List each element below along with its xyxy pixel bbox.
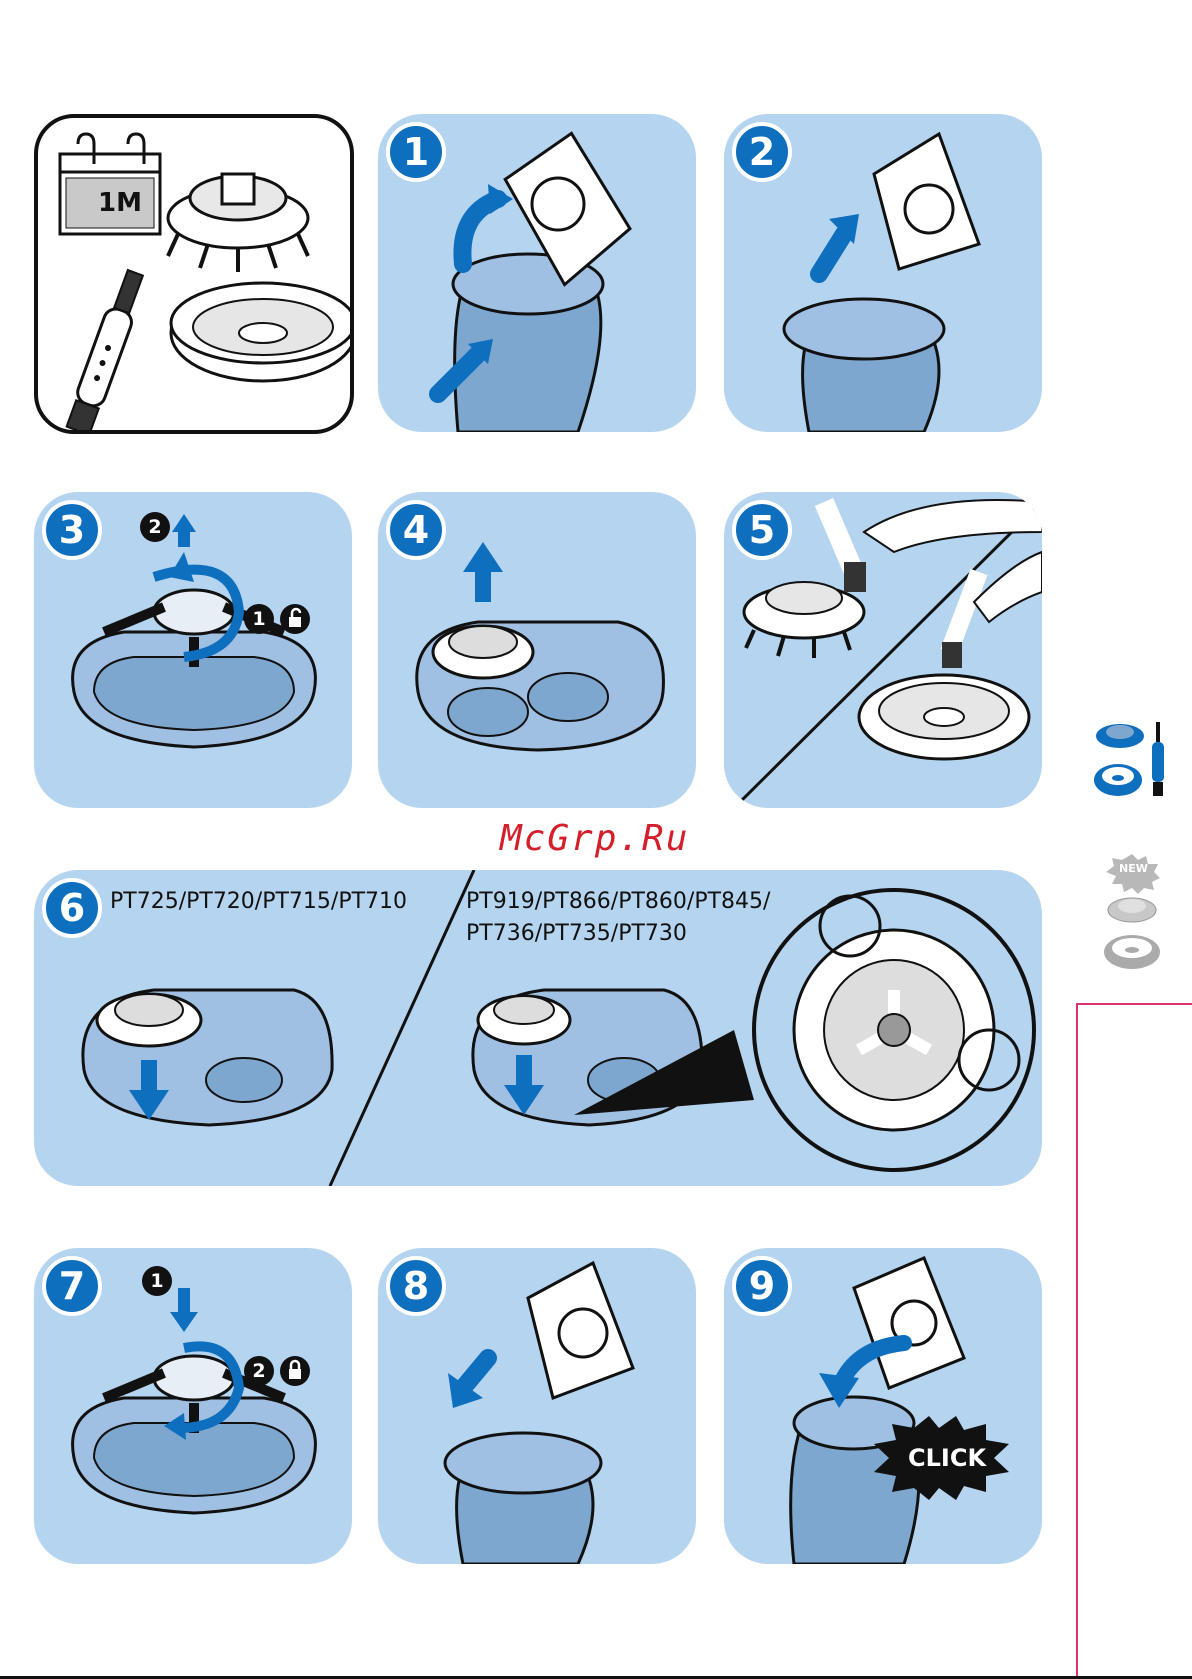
step-1-panel: 1 xyxy=(378,114,696,432)
step-9-panel: 9 CLICK xyxy=(724,1248,1042,1564)
step-6-panel: 6 PT725/PT720/PT715/PT710 PT919/PT866/PT… xyxy=(34,870,1042,1186)
lock-icon xyxy=(280,1356,310,1386)
hair-chamber-icon xyxy=(1104,935,1160,969)
step-3-sub-1: 1 xyxy=(244,604,274,634)
step-3-sub-2: 2 xyxy=(140,512,170,542)
step-7-sub-2: 2 xyxy=(244,1356,274,1386)
step-6-number: 6 xyxy=(42,878,102,938)
hair-chamber-icon xyxy=(171,283,354,381)
step-7-panel: 7 1 2 xyxy=(34,1248,352,1564)
calendar-label: 1M xyxy=(98,188,142,218)
new-label: NEW xyxy=(1119,862,1148,875)
watermark: McGrp.Ru xyxy=(500,818,689,859)
hair-chamber-icon xyxy=(1094,764,1142,796)
step-6-models-left: PT725/PT720/PT715/PT710 xyxy=(110,886,407,918)
side-cleaning-icons xyxy=(1094,718,1174,804)
calendar-icon xyxy=(60,134,160,234)
unlock-icon xyxy=(280,604,310,634)
step-4-panel: 4 xyxy=(378,492,696,808)
step-1-number: 1 xyxy=(386,122,446,182)
step-3-number: 3 xyxy=(42,500,102,560)
intro-panel: 1M xyxy=(34,114,354,434)
step-6-models-right-line1: PT919/PT866/PT860/PT845/ xyxy=(466,886,770,918)
step-2-panel: 2 xyxy=(724,114,1042,432)
brush-icon xyxy=(65,268,149,434)
step-7-sub-1: 1 xyxy=(142,1266,172,1296)
step-8-panel: 8 xyxy=(378,1248,696,1564)
cutter-icon xyxy=(168,174,308,272)
step-6-models-right-line2: PT736/PT735/PT730 xyxy=(466,918,687,950)
step-3-panel: 3 2 1 xyxy=(34,492,352,808)
step-5-number: 5 xyxy=(732,500,792,560)
step-9-number: 9 xyxy=(732,1256,792,1316)
intro-illustration xyxy=(38,118,354,434)
step-2-number: 2 xyxy=(732,122,792,182)
step-8-number: 8 xyxy=(386,1256,446,1316)
cutter-icon xyxy=(1096,724,1144,748)
cutter-icon xyxy=(1108,898,1156,922)
brush-icon xyxy=(1152,722,1164,796)
step-7-number: 7 xyxy=(42,1256,102,1316)
click-label: CLICK xyxy=(908,1444,986,1472)
side-rule xyxy=(1076,1003,1192,1679)
step-4-number: 4 xyxy=(386,500,446,560)
step-5-panel: 5 xyxy=(724,492,1042,808)
